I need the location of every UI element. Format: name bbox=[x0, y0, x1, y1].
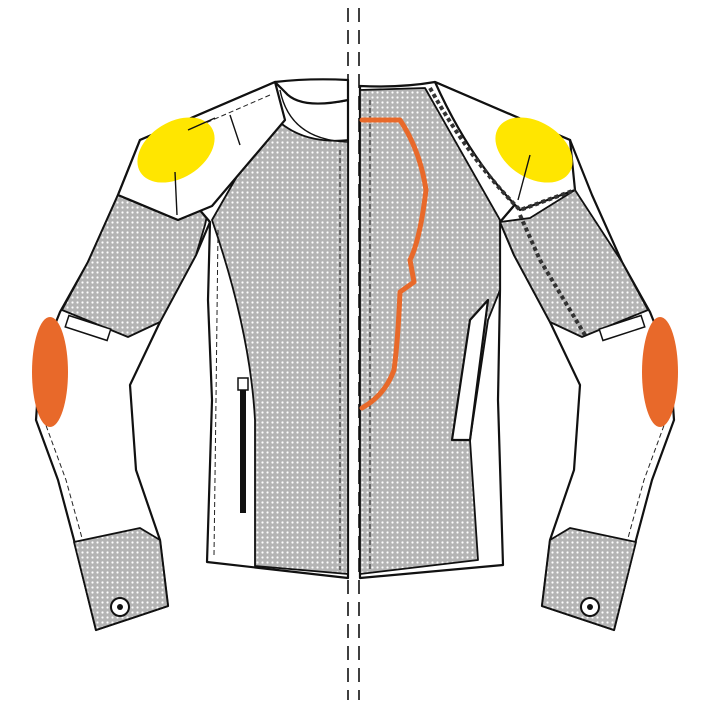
jacket-back bbox=[358, 80, 678, 632]
back-mesh-panel bbox=[359, 87, 501, 575]
left-elbow-protector bbox=[32, 317, 68, 427]
back-protector-outline bbox=[359, 117, 429, 411]
front-collar bbox=[273, 78, 350, 105]
right-cuff-mesh bbox=[541, 527, 637, 631]
right-elbow-protector bbox=[642, 317, 678, 427]
front-mesh-panel bbox=[211, 114, 349, 575]
front-pocket-zipper bbox=[240, 385, 246, 513]
jacket-front bbox=[32, 78, 350, 632]
left-shoulder-protector bbox=[137, 117, 215, 183]
center-line bbox=[347, 8, 360, 700]
left-cuff-mesh bbox=[73, 527, 169, 631]
right-shoulder-protector bbox=[495, 117, 573, 183]
back-side-panel bbox=[450, 298, 490, 442]
